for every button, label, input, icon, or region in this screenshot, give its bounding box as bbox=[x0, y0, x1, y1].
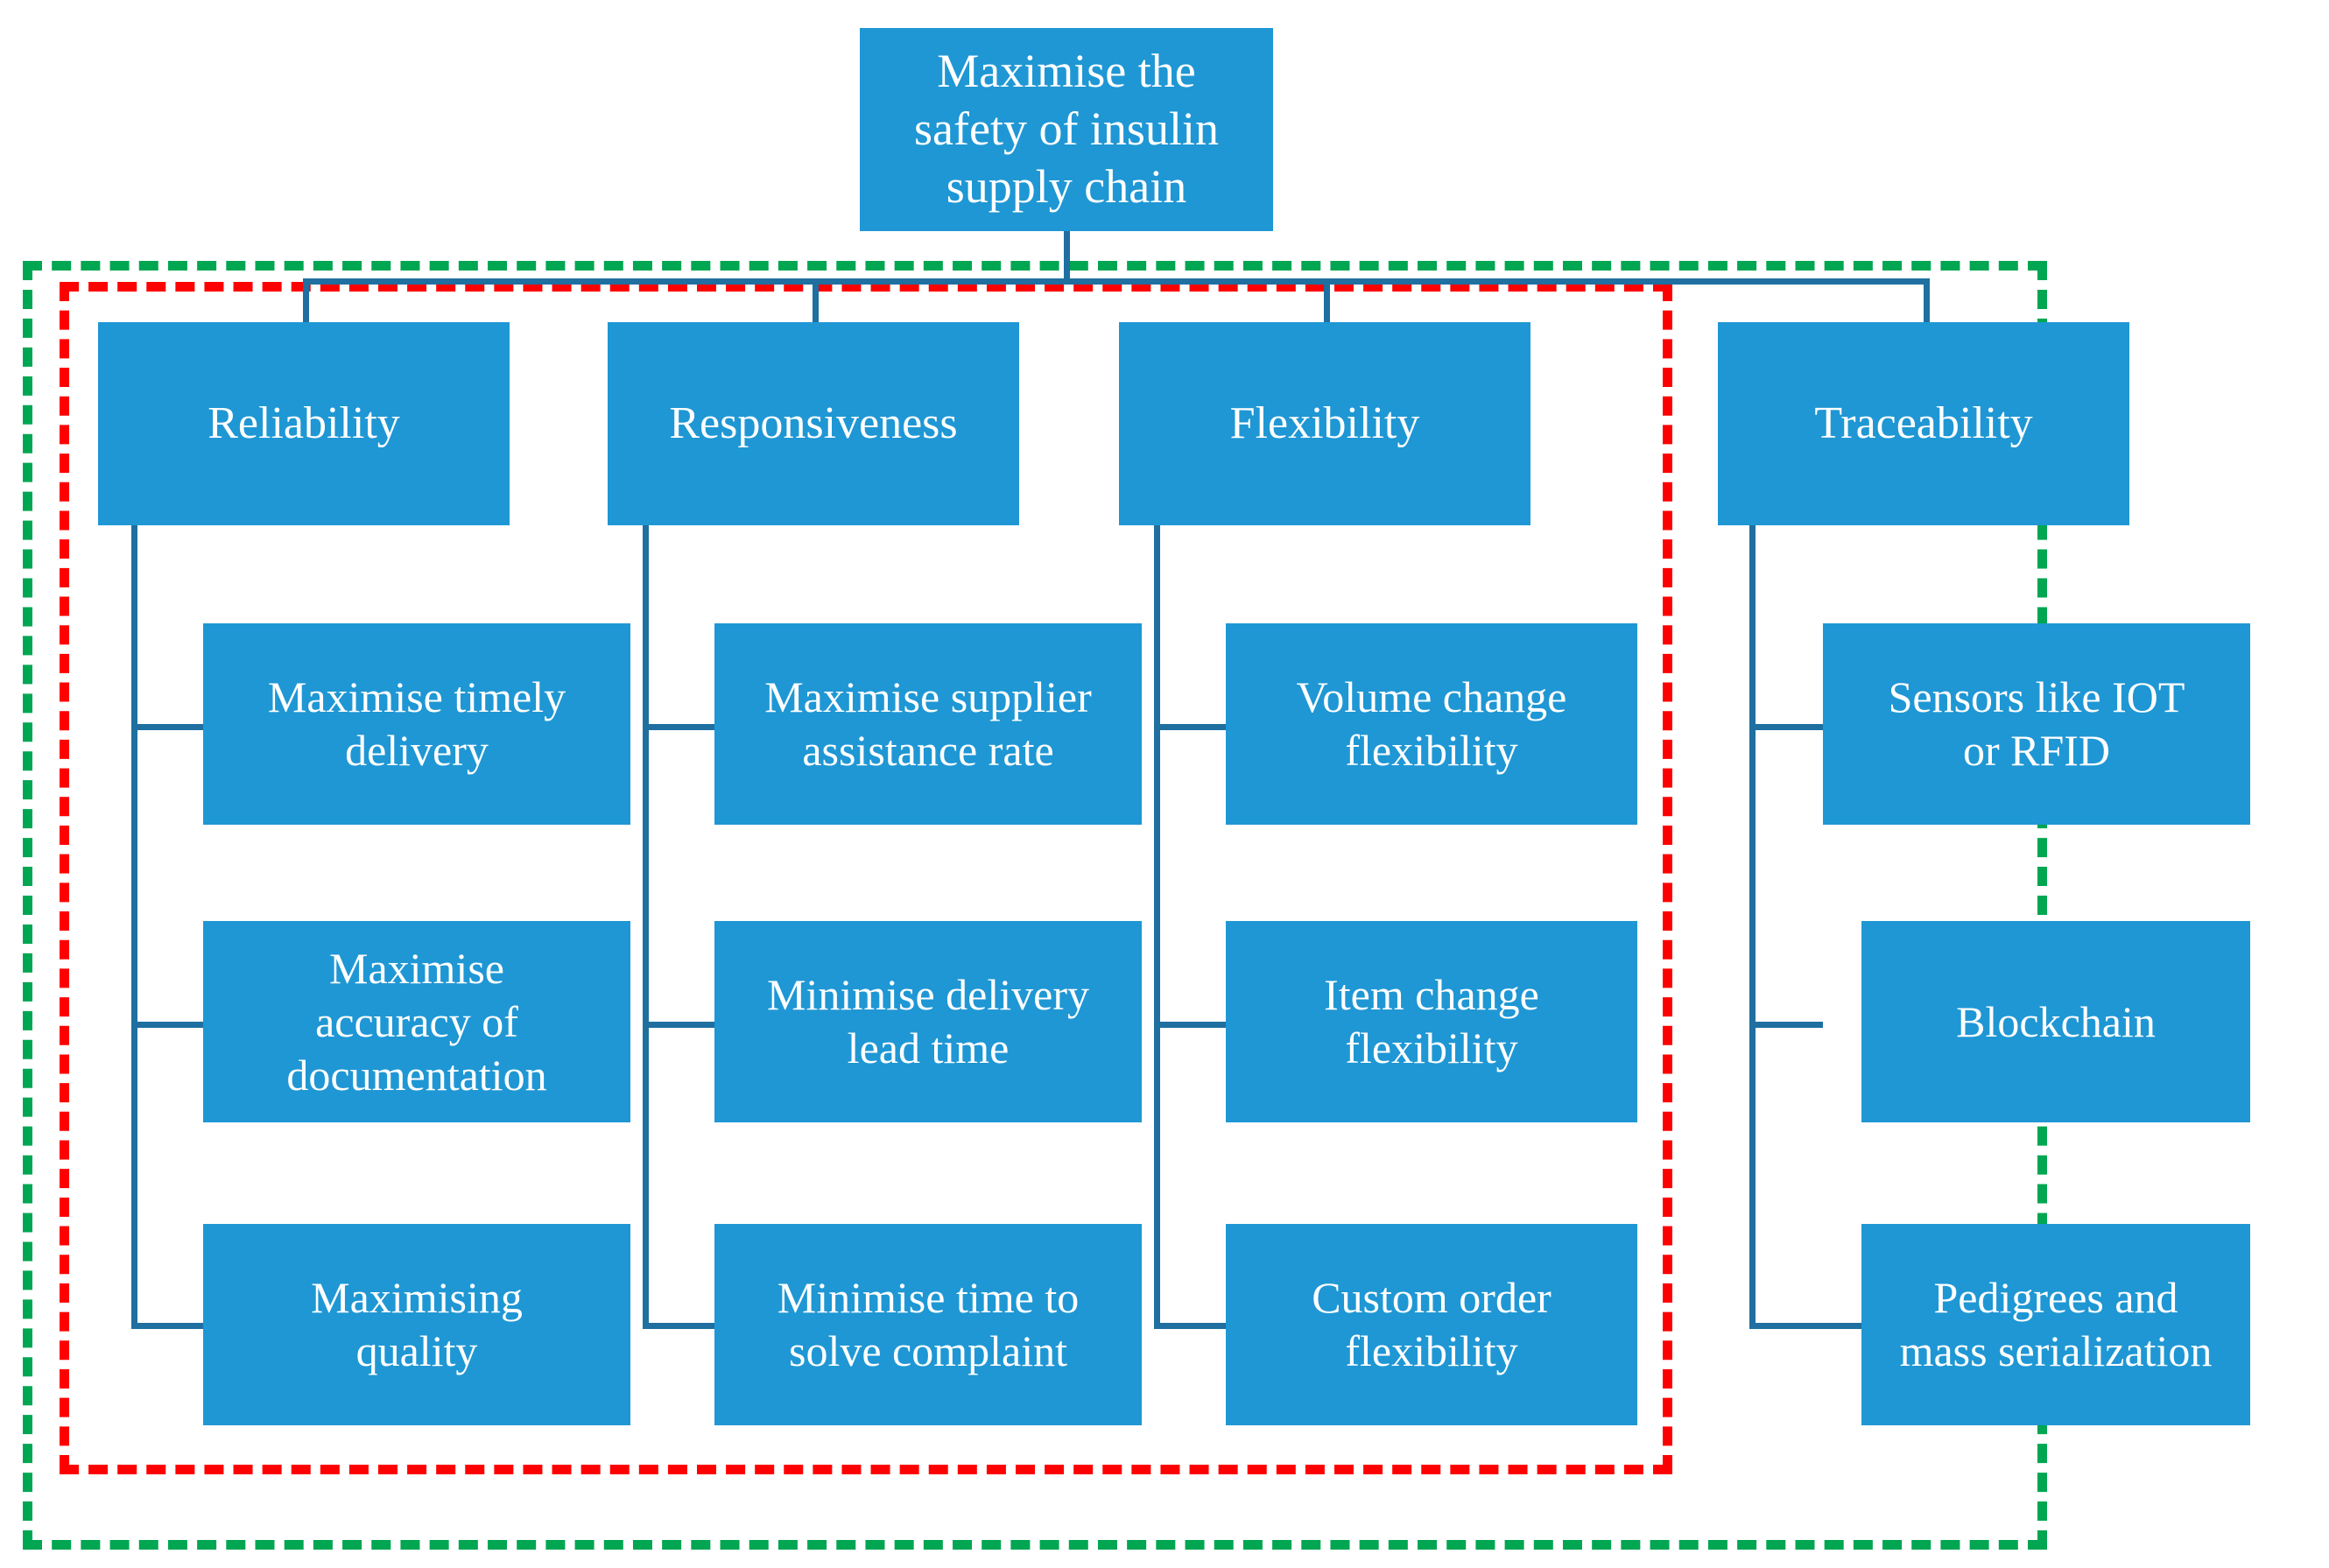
node-branch-traceability[interactable]: Traceability bbox=[1718, 322, 2129, 525]
connector-drop-traceability bbox=[1924, 278, 1930, 324]
node-leaf-maximising-quality[interactable]: Maximising quality bbox=[203, 1224, 630, 1425]
connector-drop-responsiveness bbox=[813, 278, 819, 324]
outer-green-dashed-frame bbox=[23, 261, 2047, 1550]
node-leaf-volume-change-flexibility[interactable]: Volume change flexibility bbox=[1226, 623, 1637, 825]
node-leaf-maximise-accuracy-of-documentation[interactable]: Maximise accuracy of documentation bbox=[203, 921, 630, 1122]
connector-drop-flexibility bbox=[1324, 278, 1330, 324]
connector-stub-traceability-1 bbox=[1749, 724, 1823, 730]
connector-stub-responsiveness-3 bbox=[643, 1323, 716, 1329]
connector-root-stem bbox=[1064, 231, 1070, 282]
connector-horizontal-bus bbox=[303, 278, 1930, 285]
node-leaf-custom-order-flexibility[interactable]: Custom order flexibility bbox=[1226, 1224, 1637, 1425]
node-leaf-maximise-supplier-assistance-rate[interactable]: Maximise supplier assistance rate bbox=[714, 623, 1142, 825]
node-leaf-maximise-timely-delivery[interactable]: Maximise timely delivery bbox=[203, 623, 630, 825]
node-leaf-blockchain[interactable]: Blockchain bbox=[1861, 921, 2250, 1122]
node-branch-flexibility[interactable]: Flexibility bbox=[1119, 322, 1530, 525]
inner-red-dashed-frame bbox=[60, 282, 1672, 1474]
node-root-goal[interactable]: Maximise the safety of insulin supply ch… bbox=[860, 28, 1273, 231]
connector-stub-traceability-2 bbox=[1749, 1022, 1823, 1028]
connector-stub-flexibility-1 bbox=[1154, 724, 1228, 730]
node-leaf-minimise-delivery-lead-time[interactable]: Minimise delivery lead time bbox=[714, 921, 1142, 1122]
connector-spine-responsiveness bbox=[643, 525, 649, 1329]
node-leaf-sensors-like-iot-or-rfid[interactable]: Sensors like IOT or RFID bbox=[1823, 623, 2250, 825]
connector-spine-reliability bbox=[131, 525, 137, 1329]
node-branch-responsiveness[interactable]: Responsiveness bbox=[608, 322, 1019, 525]
connector-drop-reliability bbox=[303, 278, 309, 324]
node-branch-reliability[interactable]: Reliability bbox=[98, 322, 510, 525]
node-leaf-item-change-flexibility[interactable]: Item change flexibility bbox=[1226, 921, 1637, 1122]
connector-stub-reliability-1 bbox=[131, 724, 205, 730]
node-leaf-pedigrees-and-mass-serialization[interactable]: Pedigrees and mass serialization bbox=[1861, 1224, 2250, 1425]
connector-stub-reliability-2 bbox=[131, 1022, 205, 1028]
connector-spine-flexibility bbox=[1154, 525, 1160, 1329]
connector-stub-flexibility-3 bbox=[1154, 1323, 1228, 1329]
connector-stub-reliability-3 bbox=[131, 1323, 205, 1329]
connector-stub-responsiveness-2 bbox=[643, 1022, 716, 1028]
connector-stub-traceability-3 bbox=[1749, 1323, 1863, 1329]
connector-stub-flexibility-2 bbox=[1154, 1022, 1228, 1028]
node-leaf-minimise-time-to-solve-complaint[interactable]: Minimise time to solve complaint bbox=[714, 1224, 1142, 1425]
connector-spine-traceability bbox=[1749, 525, 1756, 1329]
connector-stub-responsiveness-1 bbox=[643, 724, 716, 730]
